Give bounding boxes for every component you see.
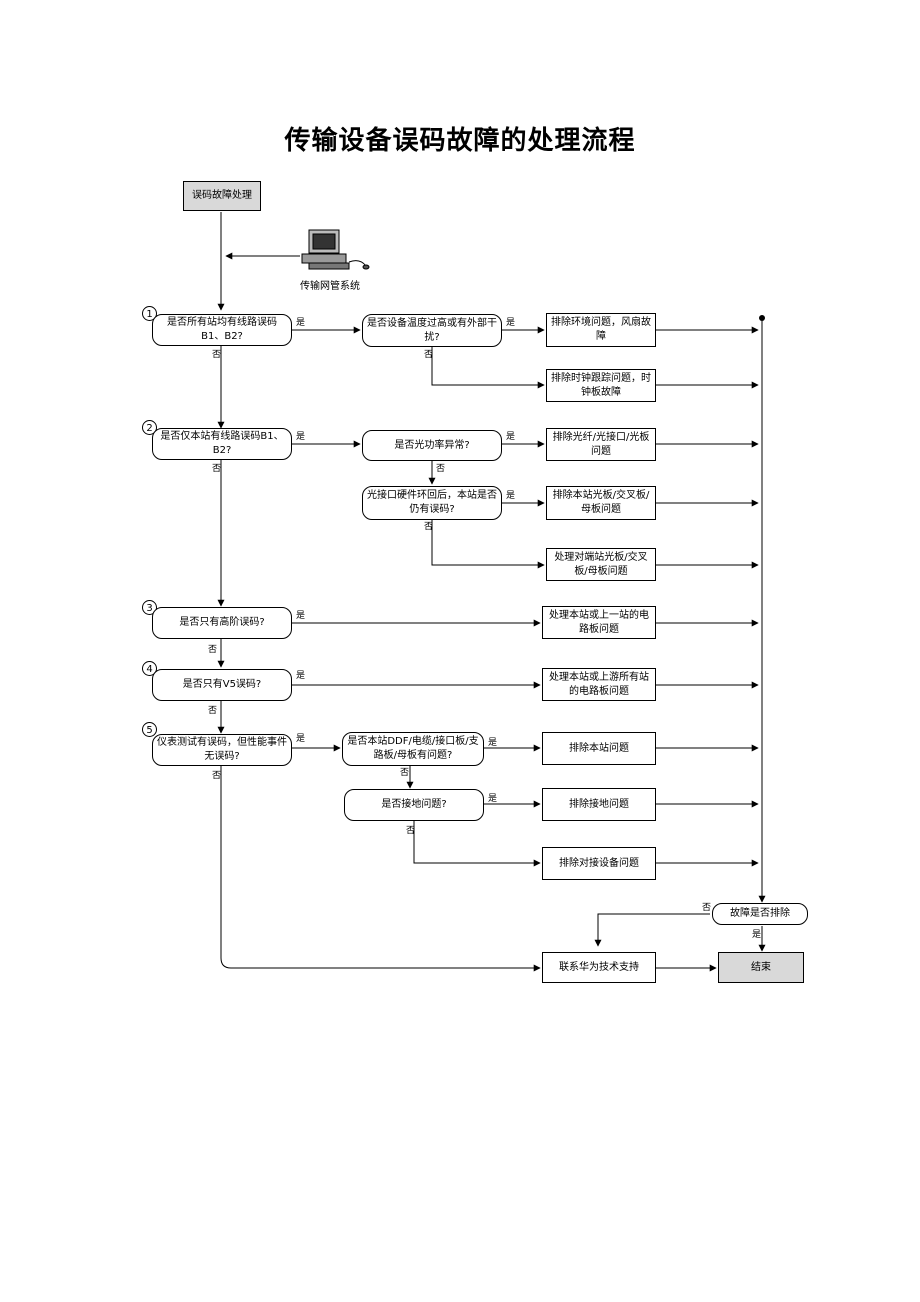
no-label: 否 [208, 706, 218, 716]
no-label: 否 [212, 350, 222, 360]
computer-icon [301, 229, 370, 270]
action-contact-support: 联系华为技术支持 [542, 952, 656, 983]
yes-label: 是 [296, 734, 306, 744]
action-local-station: 排除本站问题 [542, 732, 656, 765]
decision-high-order-only: 是否只有高阶误码? [152, 607, 292, 639]
no-label: 否 [406, 826, 416, 836]
start-node: 误码故障处理 [183, 181, 261, 211]
action-interconnect-equipment: 排除对接设备问题 [542, 847, 656, 880]
end-node: 结束 [718, 952, 804, 983]
no-label: 否 [436, 464, 446, 474]
no-label: 否 [424, 350, 434, 360]
no-label: 否 [212, 771, 222, 781]
decision-local-hardware: 是否本站DDF/电缆/接口板/支路板/母板有问题? [342, 732, 484, 766]
yes-label: 是 [506, 432, 516, 442]
yes-label: 是 [296, 671, 306, 681]
decision-optical-power: 是否光功率异常? [362, 430, 502, 461]
yes-label: 是 [488, 794, 498, 804]
page-title: 传输设备误码故障的处理流程 [284, 126, 636, 156]
action-upstream-stations: 处理本站或上游所有站的电路板问题 [542, 668, 656, 701]
no-label: 否 [208, 645, 218, 655]
decision-v5-only: 是否只有V5误码? [152, 669, 292, 701]
action-remote-boards: 处理对端站光板/交叉板/母板问题 [546, 548, 656, 581]
decision-meter-vs-performance: 仪表测试有误码，但性能事件无误码? [152, 734, 292, 766]
action-clock-board: 排除时钟跟踪问题，时钟板故障 [546, 369, 656, 402]
action-grounding: 排除接地问题 [542, 788, 656, 821]
yes-label: 是 [296, 318, 306, 328]
decision-all-stations-b1b2: 是否所有站均有线路误码B1、B2? [152, 314, 292, 346]
decision-temperature-interference: 是否设备温度过高或有外部干扰? [362, 314, 502, 347]
junction-dot [759, 315, 765, 321]
step-number-5: 5 [142, 722, 157, 737]
yes-label: 是 [752, 930, 762, 940]
computer-caption: 传输网管系统 [300, 281, 360, 292]
decision-only-this-station-b1b2: 是否仅本站有线路误码B1、B2? [152, 428, 292, 460]
no-label: 否 [702, 903, 712, 913]
no-label: 否 [212, 464, 222, 474]
action-local-boards: 排除本站光板/交叉板/母板问题 [546, 486, 656, 520]
yes-label: 是 [296, 611, 306, 621]
action-local-or-previous-station: 处理本站或上一站的电路板问题 [542, 606, 656, 639]
yes-label: 是 [506, 318, 516, 328]
no-label: 否 [424, 522, 434, 532]
yes-label: 是 [296, 432, 306, 442]
action-environment-fan: 排除环境问题，风扇故障 [546, 313, 656, 347]
yes-label: 是 [506, 491, 516, 501]
decision-fault-fixed: 故障是否排除 [712, 903, 808, 925]
action-fiber-optical-board: 排除光纤/光接口/光板问题 [546, 428, 656, 461]
no-label: 否 [400, 768, 410, 778]
yes-label: 是 [488, 738, 498, 748]
decision-loopback: 光接口硬件环回后，本站是否仍有误码? [362, 486, 502, 520]
decision-grounding: 是否接地问题? [344, 789, 484, 821]
